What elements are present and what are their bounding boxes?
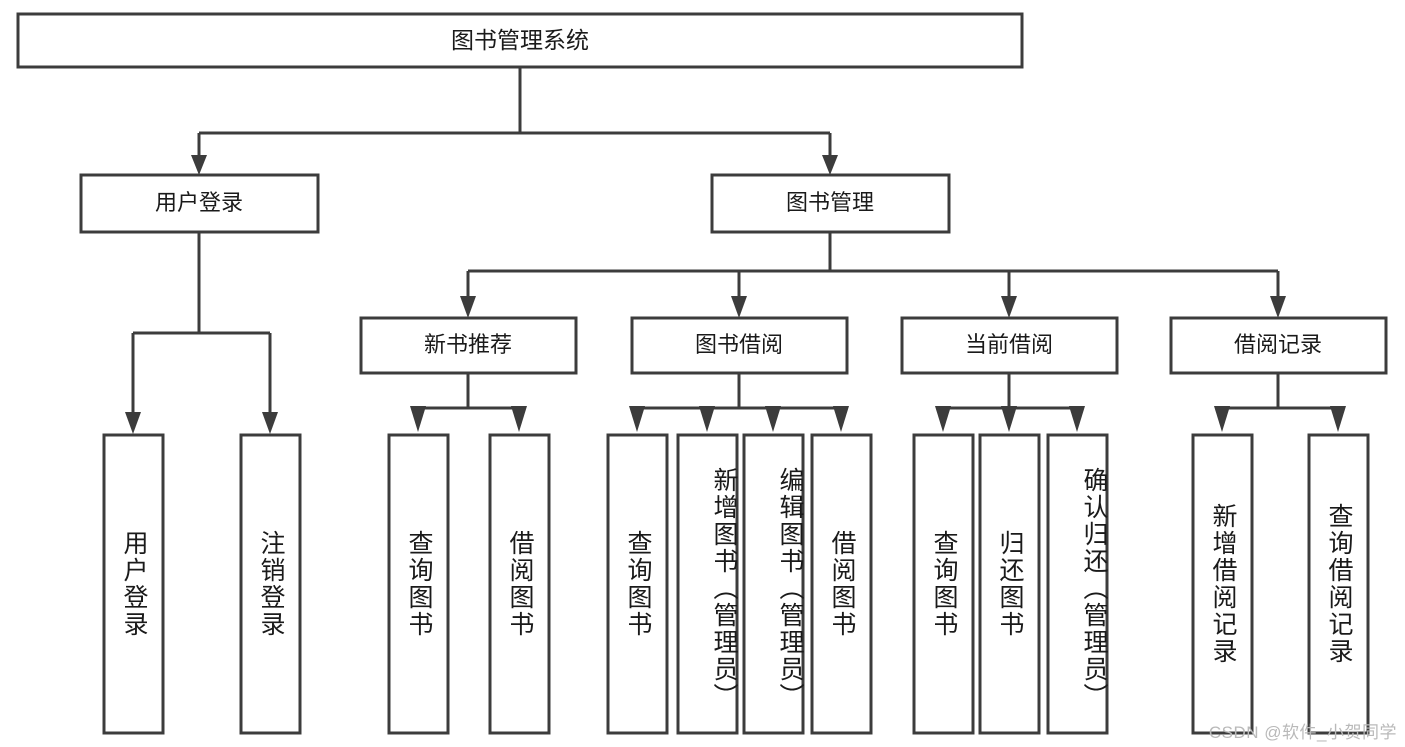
node-borrow-record-box[interactable] — [1169, 316, 1388, 375]
arrowhead-leaf-user-login-2 — [262, 412, 278, 434]
connector-group-book-borrow — [629, 373, 849, 432]
node-new-book-recommend-label: 新书推荐 — [424, 332, 512, 357]
leaf-box-cb-confirm-return[interactable] — [1046, 433, 1109, 735]
node-book-management-label: 图书管理 — [786, 190, 874, 215]
arrowhead-leaf-nbr-1 — [410, 406, 426, 432]
arrowhead-new-book-recommend — [460, 296, 476, 318]
leaf-box-bb-edit-book[interactable] — [742, 433, 805, 735]
node-current-borrow-label: 当前借阅 — [965, 332, 1053, 357]
leaf-box-br-query-record[interactable] — [1307, 433, 1370, 735]
connector-group-borrow-record — [1214, 373, 1346, 432]
leaf-box-cb-query-book[interactable] — [912, 433, 975, 735]
arrowhead-leaf-cb-3 — [1069, 406, 1085, 432]
leaf-box-bb-borrow-book[interactable] — [810, 433, 873, 735]
connector-group-user-login — [125, 232, 278, 434]
arrowhead-leaf-bb-3 — [765, 406, 781, 432]
node-root-label: 图书管理系统 — [451, 27, 589, 53]
connector-group-new-book-recommend — [410, 373, 527, 432]
node-user-login-label: 用户登录 — [155, 190, 243, 215]
node-user-login-box[interactable] — [79, 173, 320, 234]
leaf-box-br-add-record[interactable] — [1191, 433, 1254, 735]
node-root-box[interactable] — [16, 12, 1024, 69]
csdn-watermark: CSDN @软件_小贺同学 — [1208, 723, 1397, 742]
leaf-box-cb-return-book[interactable] — [978, 433, 1041, 735]
leaf-box-nbr-query-book[interactable] — [387, 433, 450, 735]
node-new-book-recommend-box[interactable] — [359, 316, 578, 375]
node-book-borrow-label: 图书借阅 — [695, 332, 783, 357]
node-current-borrow-box[interactable] — [900, 316, 1119, 375]
arrowhead-user-login — [191, 155, 207, 175]
arrowhead-leaf-br-1 — [1214, 406, 1230, 432]
arrowhead-leaf-bb-2 — [699, 406, 715, 432]
node-borrow-record-label: 借阅记录 — [1234, 332, 1322, 357]
arrowhead-leaf-br-2 — [1330, 406, 1346, 432]
arrowhead-leaf-bb-4 — [833, 406, 849, 432]
arrowhead-current-borrow — [1001, 296, 1017, 318]
arrowhead-book-mgmt — [822, 155, 838, 175]
node-book-borrow-box[interactable] — [630, 316, 849, 375]
arrowhead-leaf-bb-1 — [629, 406, 645, 432]
connector-group-current-borrow — [935, 373, 1085, 432]
connector-group-book-mgmt — [460, 232, 1286, 318]
arrowhead-book-borrow — [731, 296, 747, 318]
leaf-box-bb-query-book[interactable] — [606, 433, 669, 735]
arrowhead-leaf-nbr-2 — [511, 406, 527, 432]
arrowhead-leaf-cb-2 — [1001, 406, 1017, 432]
leaf-box-bb-add-book[interactable] — [676, 433, 739, 735]
arrowhead-leaf-user-login-1 — [125, 412, 141, 434]
arrowhead-leaf-cb-1 — [935, 406, 951, 432]
arrowhead-borrow-record — [1270, 296, 1286, 318]
connector-group-root — [191, 67, 838, 175]
leaf-box-logout-login[interactable] — [239, 433, 302, 735]
leaf-box-user-login[interactable] — [102, 433, 165, 735]
leaf-box-nbr-borrow-book[interactable] — [488, 433, 551, 735]
node-book-management-box[interactable] — [710, 173, 951, 234]
